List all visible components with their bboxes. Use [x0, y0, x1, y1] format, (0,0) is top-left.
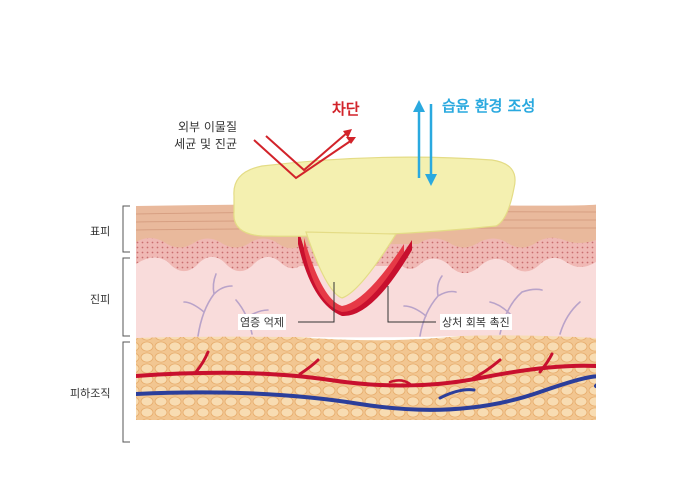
- block-arrowhead-inner: [343, 129, 352, 138]
- healing-callout: 상처 회복 촉진: [440, 314, 512, 330]
- subcutis-label: 피하조직: [70, 387, 111, 400]
- callout-leaders: [298, 282, 436, 323]
- moist-arrow-down-head: [425, 174, 437, 186]
- block-arrowhead-outer: [346, 137, 356, 144]
- moist-arrow-up-head: [413, 100, 425, 112]
- epidermis-label: 표피: [90, 225, 111, 238]
- artery: [136, 350, 596, 388]
- inflammation-callout: 염증 억제: [238, 314, 286, 330]
- external-line-1: 외부 이물질: [177, 120, 237, 134]
- block-label: 차단: [332, 100, 360, 118]
- dressing-plug: [305, 231, 398, 299]
- moist-arrows: [417, 104, 433, 180]
- blocking-arrows: [253, 131, 353, 180]
- external-line-2: 세균 및 진균: [174, 137, 237, 151]
- vein: [136, 374, 596, 412]
- layer-brackets: [122, 205, 130, 443]
- dermis-label: 진피: [90, 293, 111, 306]
- external-contaminants-label: 외부 이물질 세균 및 진균: [142, 119, 237, 153]
- dressing-pad: [233, 156, 516, 237]
- moist-environment-label: 습윤 환경 조성: [442, 97, 536, 115]
- subcutis-layer: [136, 331, 596, 420]
